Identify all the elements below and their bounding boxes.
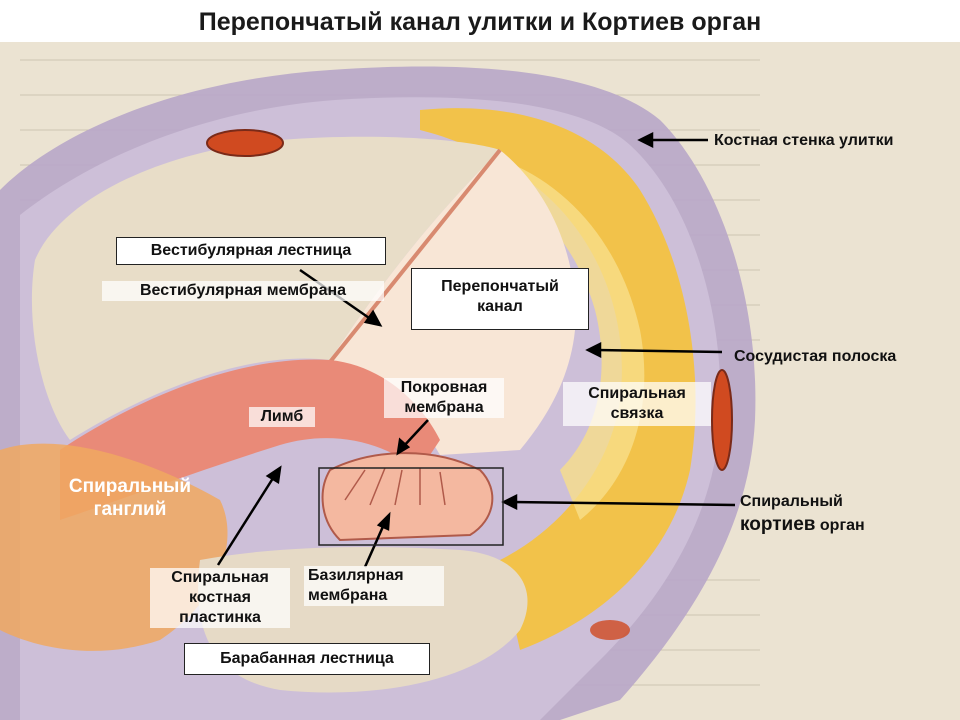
spiral-ligament-highlight <box>470 150 645 520</box>
label-limbus: Лимб <box>249 407 315 427</box>
label-scala-vestibuli: Вестибулярная лестница <box>116 237 386 265</box>
vessel-top <box>206 129 284 157</box>
label-spiral-osseous-lamina: Спиральная костная пластинка <box>150 568 290 628</box>
label-osseous-line2: костная <box>189 589 251 606</box>
corti-cells <box>344 467 446 506</box>
label-basilar-line2: мембрана <box>308 587 388 604</box>
label-basilar-membrane: Базилярная мембрана <box>304 566 444 606</box>
label-spiral-ligament-line2: связка <box>610 405 664 422</box>
label-membranous-canal-line2: канал <box>477 298 523 315</box>
label-organ-of-corti: Спиральный кортиев орган <box>740 490 865 537</box>
organ-of-corti <box>321 452 494 542</box>
label-basilar-line1: Базилярная <box>308 567 404 584</box>
vessel-bottom <box>590 620 630 640</box>
label-corti-line2b: орган <box>819 517 865 534</box>
label-spiral-ligament: Спиральная связка <box>563 382 711 426</box>
label-spiral-ganglion-line1: Спиральный <box>68 476 192 497</box>
vessel-stria <box>711 369 733 471</box>
corti-highlight-box <box>318 467 504 546</box>
label-bony-wall: Костная стенка улитки <box>714 132 894 149</box>
page-title: Перепончатый канал улитки и Кортиев орга… <box>198 8 762 36</box>
label-membranous-canal: Перепончатый канал <box>411 268 589 330</box>
vestibular-membrane <box>328 148 502 364</box>
label-membranous-canal-line1: Перепончатый <box>441 278 559 295</box>
label-vestibular-membrane: Вестибулярная мембрана <box>102 281 384 301</box>
label-spiral-ganglion: Спиральный ганглий <box>45 475 215 521</box>
label-spiral-ligament-line1: Спиральная <box>588 385 686 402</box>
label-corti-line2a: кортиев <box>740 514 816 535</box>
label-scala-tympani: Барабанная лестница <box>184 643 430 675</box>
label-tectorial-line1: Покровная <box>400 379 488 396</box>
label-osseous-line1: Спиральная <box>171 569 269 586</box>
label-osseous-line3: пластинка <box>179 609 261 626</box>
spiral-ligament <box>420 108 696 651</box>
label-tectorial-line2: мембрана <box>404 399 484 416</box>
label-tectorial-membrane: Покровная мембрана <box>384 378 504 418</box>
label-stria-vascularis: Сосудистая полоска <box>734 348 897 365</box>
label-spiral-ganglion-line2: ганглий <box>93 499 167 520</box>
callout-lines <box>216 131 736 568</box>
label-corti-line1: Спиральный <box>740 493 843 510</box>
